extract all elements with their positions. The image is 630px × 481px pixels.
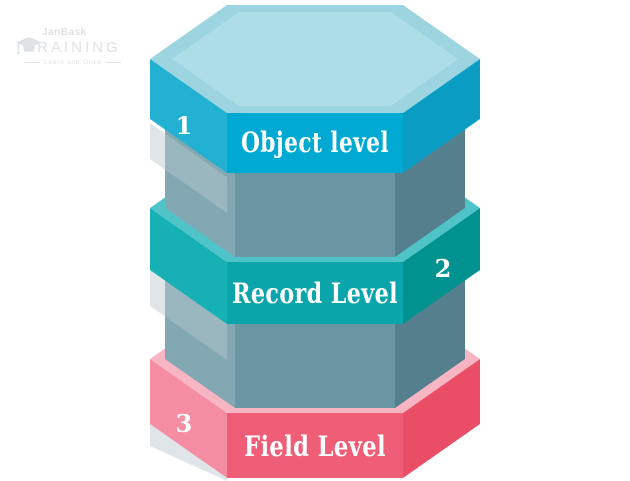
tagline-rule-right bbox=[105, 62, 121, 63]
pillar-1-front-face bbox=[235, 159, 395, 257]
level-2-shadow bbox=[150, 270, 227, 360]
level-1-right-face bbox=[403, 59, 480, 173]
level-1-shadow bbox=[150, 123, 227, 213]
graduation-cap-icon bbox=[16, 37, 42, 55]
level-2-front-face bbox=[227, 262, 403, 324]
level-2-label: Record Level bbox=[232, 277, 398, 310]
level-3-shadow bbox=[150, 424, 227, 481]
level-3-number: 3 bbox=[176, 409, 193, 438]
level-3-right-face bbox=[403, 359, 480, 478]
level-2-number: 2 bbox=[435, 254, 452, 283]
level-1-label: Object level bbox=[241, 126, 389, 159]
level-3-left-face bbox=[150, 359, 227, 478]
level-2-left-face bbox=[150, 208, 227, 324]
level-1-number: 1 bbox=[176, 111, 193, 140]
logo-brand-top: JanBask bbox=[42, 27, 87, 38]
logo-brand-main: TRAINING bbox=[25, 39, 121, 56]
pillar-2-front-face bbox=[235, 310, 395, 408]
level-1-left-face bbox=[150, 59, 227, 173]
tagline-text: Learn and Grow bbox=[44, 59, 102, 66]
level-2-right-face bbox=[403, 208, 480, 324]
level-3-label: Field Level bbox=[244, 430, 386, 463]
level-1-top-inner-face bbox=[172, 12, 458, 106]
level-1-front-face bbox=[227, 113, 403, 173]
janbask-logo: JanBask TRAINING Learn and Grow bbox=[16, 27, 146, 66]
logo-tagline: Learn and Grow bbox=[25, 59, 146, 66]
tagline-rule-left bbox=[25, 62, 40, 63]
level-3-front-face bbox=[227, 413, 403, 478]
